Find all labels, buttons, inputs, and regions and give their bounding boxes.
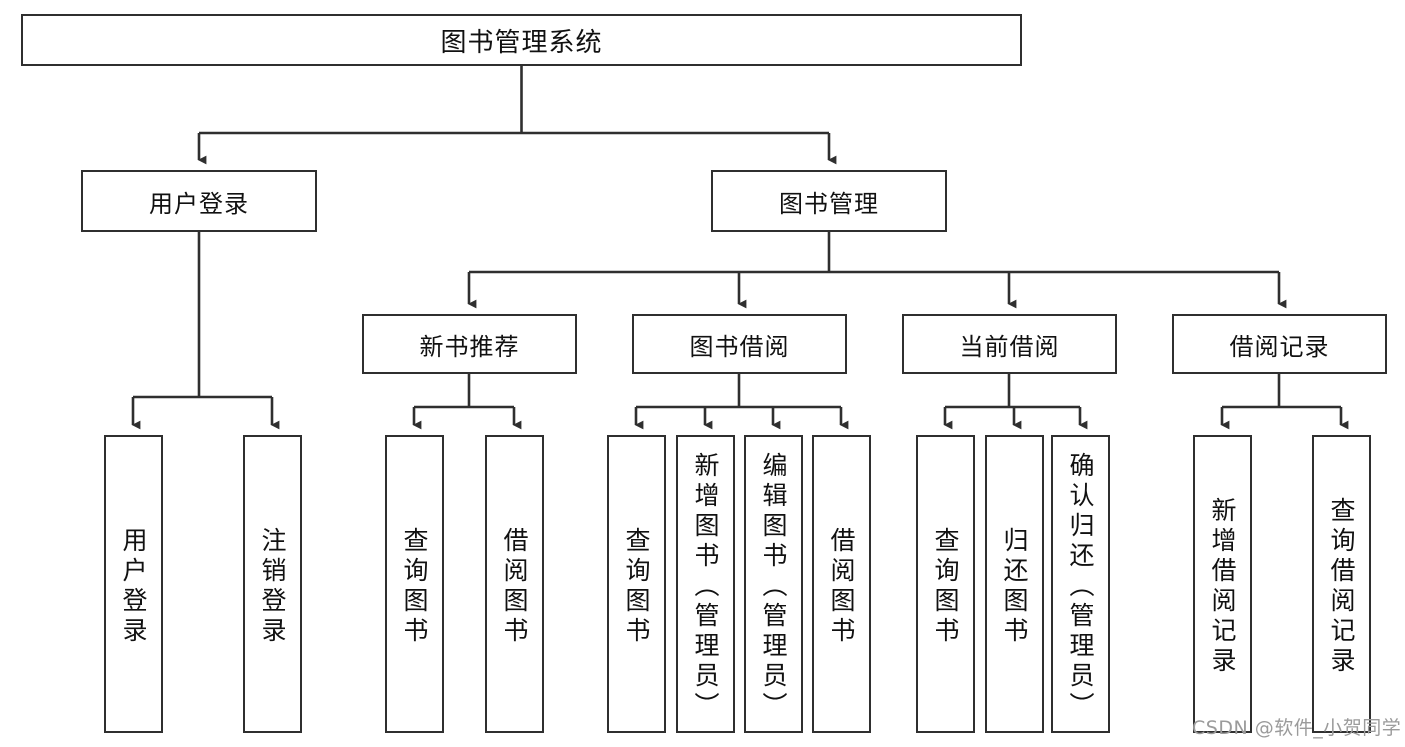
csdn-watermark: CSDN @软件_小贺同学 <box>1192 717 1402 739</box>
node-label: 注销登录 <box>258 527 287 647</box>
node-label: 查询图书 <box>622 527 651 647</box>
node-new-book-recommend[interactable]: 新书推荐 <box>362 314 577 374</box>
leaf-edit-book-admin[interactable]: 编辑图书（管理员） <box>744 435 803 733</box>
node-label: 借阅记录 <box>1229 332 1330 361</box>
leaf-add-borrow-record[interactable]: 新增借阅记录 <box>1193 435 1252 733</box>
node-label: 新增图书（管理员） <box>691 452 720 722</box>
node-label: 归还图书 <box>1000 527 1029 647</box>
node-label: 借阅图书 <box>500 527 529 647</box>
leaf-add-book-admin[interactable]: 新增图书（管理员） <box>676 435 735 733</box>
leaf-query-book-recommend[interactable]: 查询图书 <box>385 435 444 733</box>
node-label: 查询图书 <box>400 527 429 647</box>
node-label: 用户登录 <box>149 189 249 218</box>
node-book-management[interactable]: 图书管理 <box>711 170 947 232</box>
leaf-query-book-current[interactable]: 查询图书 <box>916 435 975 733</box>
node-borrow-record[interactable]: 借阅记录 <box>1172 314 1387 374</box>
leaf-user-logout[interactable]: 注销登录 <box>243 435 302 733</box>
node-label: 借阅图书 <box>827 527 856 647</box>
leaf-return-book[interactable]: 归还图书 <box>985 435 1044 733</box>
leaf-borrow-book-recommend[interactable]: 借阅图书 <box>485 435 544 733</box>
leaf-user-login[interactable]: 用户登录 <box>104 435 163 733</box>
node-label: 新增借阅记录 <box>1208 497 1237 677</box>
node-label: 当前借阅 <box>959 332 1060 361</box>
leaf-query-borrow-record[interactable]: 查询借阅记录 <box>1312 435 1371 733</box>
node-current-borrow[interactable]: 当前借阅 <box>902 314 1117 374</box>
node-label: 编辑图书（管理员） <box>759 452 788 722</box>
leaf-confirm-return-admin[interactable]: 确认归还（管理员） <box>1051 435 1110 733</box>
leaf-borrow-book[interactable]: 借阅图书 <box>812 435 871 733</box>
node-book-management-system[interactable]: 图书管理系统 <box>21 14 1022 66</box>
node-label: 图书管理系统 <box>440 27 603 58</box>
node-label: 图书借阅 <box>689 332 790 361</box>
node-user-login[interactable]: 用户登录 <box>81 170 317 232</box>
node-label: 查询图书 <box>931 527 960 647</box>
node-label: 图书管理 <box>779 189 879 218</box>
leaf-query-book-borrow[interactable]: 查询图书 <box>607 435 666 733</box>
node-label: 新书推荐 <box>419 332 520 361</box>
node-label: 查询借阅记录 <box>1327 497 1356 677</box>
node-label: 用户登录 <box>119 527 148 647</box>
node-book-borrow[interactable]: 图书借阅 <box>632 314 847 374</box>
node-label: 确认归还（管理员） <box>1066 452 1095 722</box>
